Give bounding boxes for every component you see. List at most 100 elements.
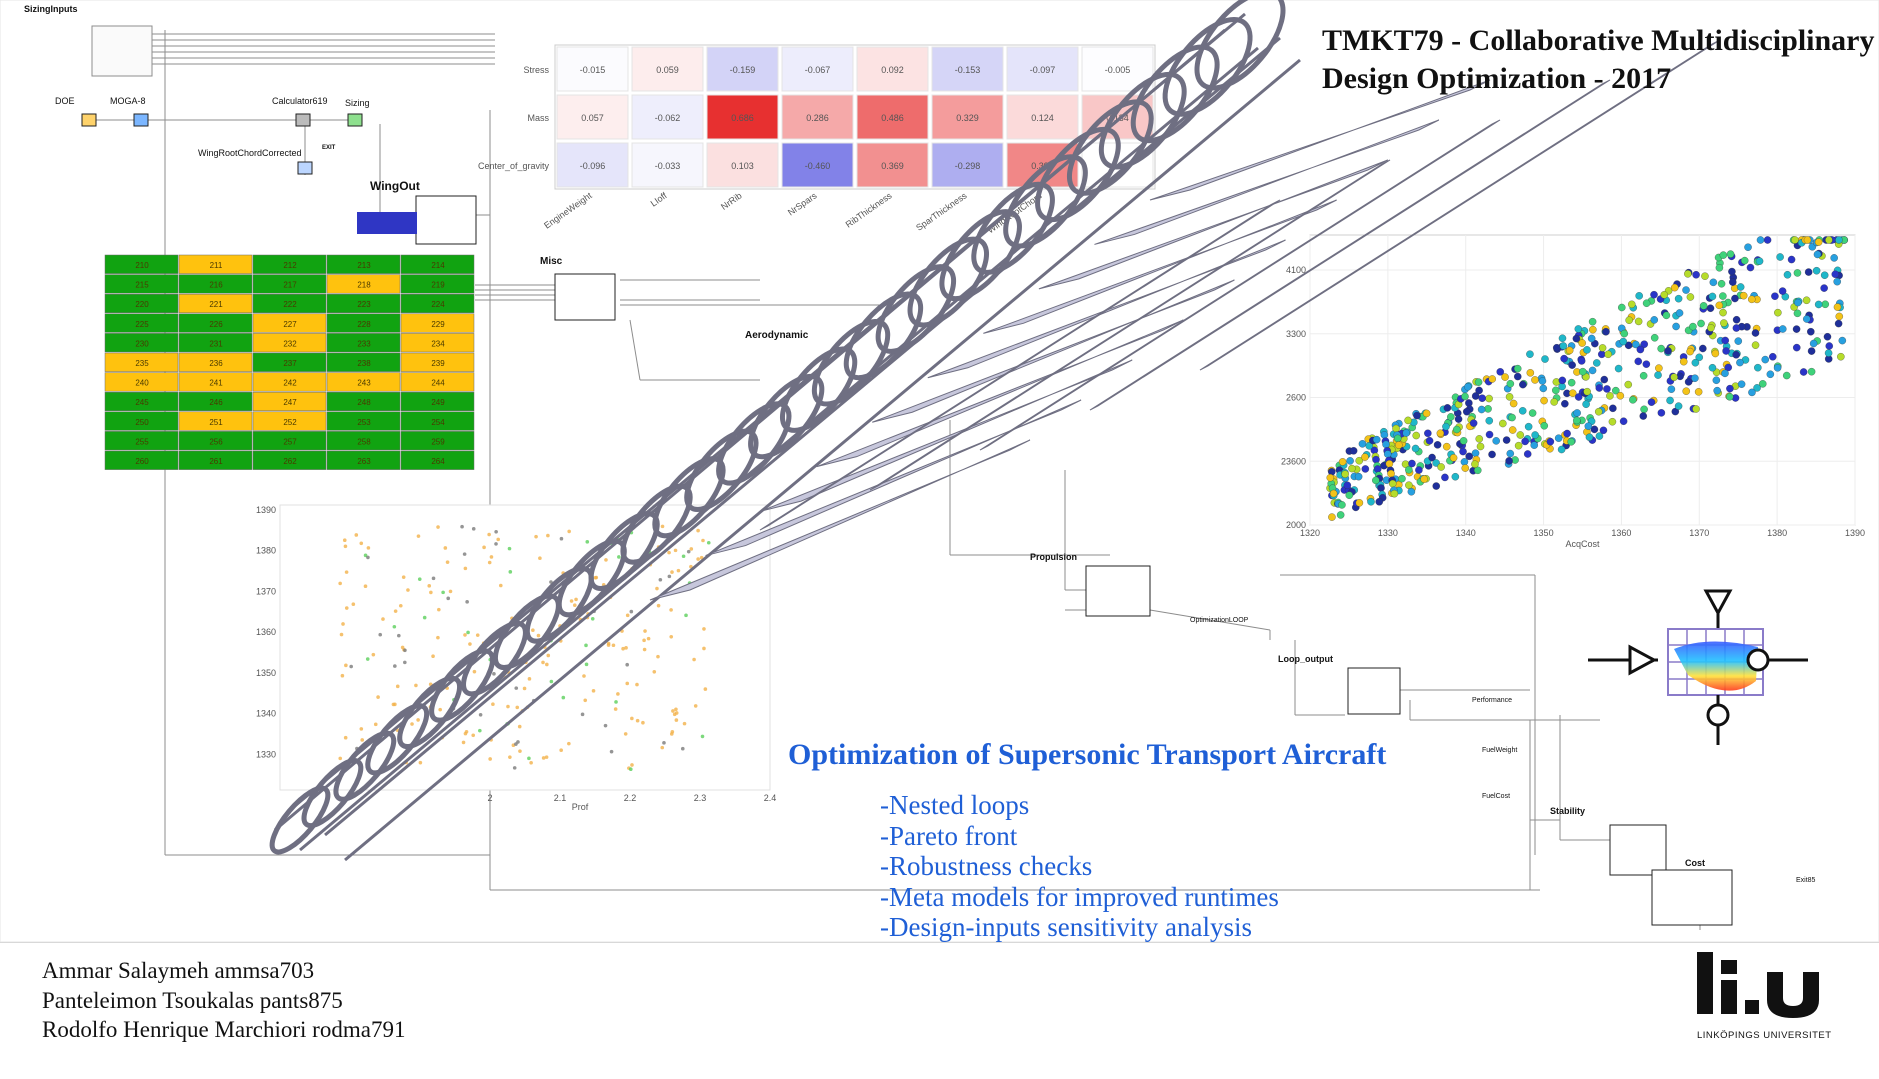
data-point [489, 555, 494, 559]
heatmap-value: -0.298 [955, 161, 981, 171]
data-point [1475, 386, 1483, 395]
data-point [1691, 358, 1700, 367]
data-point [1573, 416, 1581, 425]
data-point [1675, 309, 1684, 317]
data-point [1809, 339, 1818, 348]
grid-cell [400, 293, 475, 314]
data-point [1650, 334, 1659, 342]
data-point [1569, 389, 1577, 397]
grid-cell [178, 293, 253, 314]
data-point [1343, 481, 1352, 490]
data-point [682, 721, 687, 726]
data-point [614, 700, 618, 704]
data-point [642, 638, 646, 643]
data-point [1639, 412, 1648, 420]
x-tick-label: 2.3 [694, 793, 707, 803]
grid-cell [252, 313, 327, 333]
wing-rib [983, 199, 1337, 334]
data-point [1336, 511, 1345, 519]
data-point [549, 679, 554, 684]
data-point [1642, 360, 1651, 368]
data-point [1647, 398, 1656, 406]
grid-cell [400, 391, 475, 412]
data-point [1432, 459, 1440, 467]
grid-cell [400, 313, 475, 333]
grid-cell [326, 411, 401, 431]
data-point [1602, 327, 1610, 336]
data-point [1464, 383, 1472, 391]
data-point [1552, 344, 1561, 352]
data-point [629, 609, 634, 614]
x-tick-label: 2 [487, 793, 492, 803]
grid-cell [400, 254, 475, 274]
data-point [1443, 404, 1452, 412]
y-tick-label: 2000 [1286, 520, 1306, 530]
grid-cell-value: 236 [209, 359, 223, 368]
data-point [1398, 474, 1406, 483]
heatmap-value: 0.369 [881, 161, 904, 171]
label-fuel-weight: FuelWeight [1482, 747, 1517, 754]
data-point [343, 735, 348, 740]
data-point [700, 734, 705, 739]
data-point [381, 617, 385, 621]
data-point [609, 749, 614, 754]
data-point [1807, 347, 1816, 355]
data-point [1804, 268, 1813, 276]
data-point [1736, 283, 1745, 291]
data-point [1824, 349, 1833, 357]
y-tick-label: 23600 [1281, 456, 1306, 466]
data-point [1411, 444, 1420, 453]
data-point [1666, 396, 1674, 405]
data-point [1814, 238, 1823, 246]
heatmap-value: 0.057 [581, 113, 604, 123]
x-tick-label: 1360 [1611, 528, 1631, 538]
grid-cell-value: 248 [357, 398, 371, 407]
heatmap-value: -0.033 [655, 161, 681, 171]
heatmap-value: 0.286 [806, 113, 829, 123]
wing-spar [1089, 79, 1611, 411]
data-point [1761, 355, 1769, 364]
data-point [1778, 287, 1787, 295]
data-point [1465, 452, 1473, 461]
data-point [1588, 366, 1597, 375]
data-point [392, 624, 397, 629]
data-point [1686, 293, 1695, 301]
heatmap-value: -0.096 [580, 161, 606, 171]
data-point [1606, 392, 1614, 400]
data-point [1365, 442, 1374, 450]
label-fuel-cost: FuelCost [1482, 793, 1510, 800]
data-point [670, 570, 674, 574]
data-point [584, 643, 588, 648]
data-point [1763, 236, 1772, 244]
data-point [363, 553, 368, 558]
workflow-blocks [81, 113, 1733, 926]
wing-rib [649, 439, 1031, 601]
grid-cell [400, 274, 475, 294]
data-point [669, 608, 673, 612]
grid-cell-value: 218 [357, 281, 371, 290]
data-point [508, 570, 513, 574]
grid-cell-value: 257 [283, 437, 297, 446]
data-point [1814, 300, 1823, 309]
list-item: -Pareto front [880, 820, 1018, 851]
data-point [1326, 474, 1335, 482]
data-point [359, 727, 364, 731]
data-point [1751, 341, 1760, 349]
feature-list: -Nested loops -Pareto front -Robustness … [880, 790, 1279, 943]
data-point [1794, 298, 1802, 307]
grid-cell-value: 216 [209, 281, 223, 290]
grid-cell-value: 223 [357, 300, 371, 309]
data-point [1469, 419, 1478, 427]
data-point [1579, 367, 1587, 376]
data-point [1619, 337, 1628, 346]
data-point [1574, 393, 1583, 401]
data-point [580, 712, 585, 717]
data-point [1361, 465, 1370, 473]
data-point [1475, 435, 1483, 443]
data-point [1609, 404, 1617, 413]
grid-cell-value: 231 [209, 339, 223, 348]
data-point [1485, 430, 1494, 439]
data-point [625, 613, 630, 618]
data-point [498, 583, 503, 588]
x-tick-label: 1350 [1534, 528, 1554, 538]
